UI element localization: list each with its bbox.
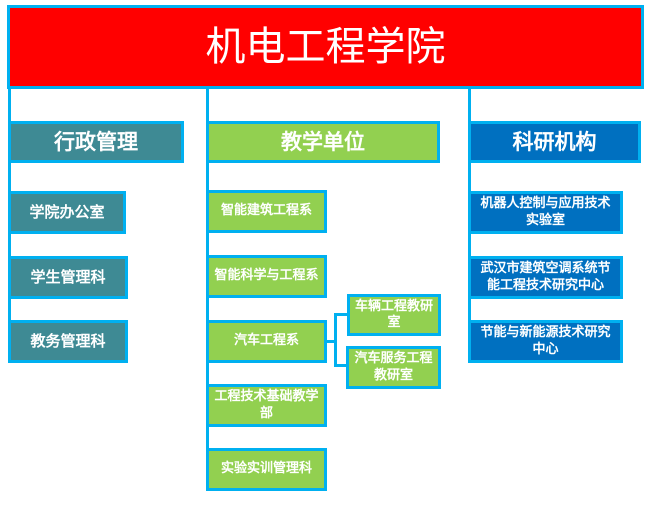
admin-item: 教务管理科: [8, 320, 128, 363]
teaching-sub-item: 汽车服务工程教研室: [346, 346, 441, 389]
teaching-item: 实验实训管理科: [206, 448, 327, 491]
admin-item: 学院办公室: [8, 191, 126, 234]
header-teaching: 教学单位: [206, 121, 440, 163]
header-admin: 行政管理: [8, 121, 184, 163]
teaching-item: 智能建筑工程系: [206, 190, 327, 233]
college-title: 机电工程学院: [7, 5, 644, 89]
teaching-item: 工程技术基础教学部: [206, 384, 327, 427]
research-item: 节能与新能源技术研究中心: [468, 320, 623, 363]
connector-sub: [326, 340, 336, 343]
admin-item: 学生管理科: [8, 256, 128, 299]
connector-sub-vertical: [334, 313, 337, 366]
research-item: 机器人控制与应用技术实验室: [468, 191, 623, 234]
header-research: 科研机构: [468, 121, 641, 163]
teaching-item: 智能科学与工程系: [206, 255, 327, 298]
teaching-sub-item: 车辆工程教研室: [347, 294, 441, 336]
research-item: 武汉市建筑空调系统节能工程技术研究中心: [468, 256, 623, 299]
connector-sub-2: [334, 364, 347, 367]
teaching-item: 汽车工程系: [206, 320, 327, 363]
connector-sub-1: [334, 313, 347, 316]
